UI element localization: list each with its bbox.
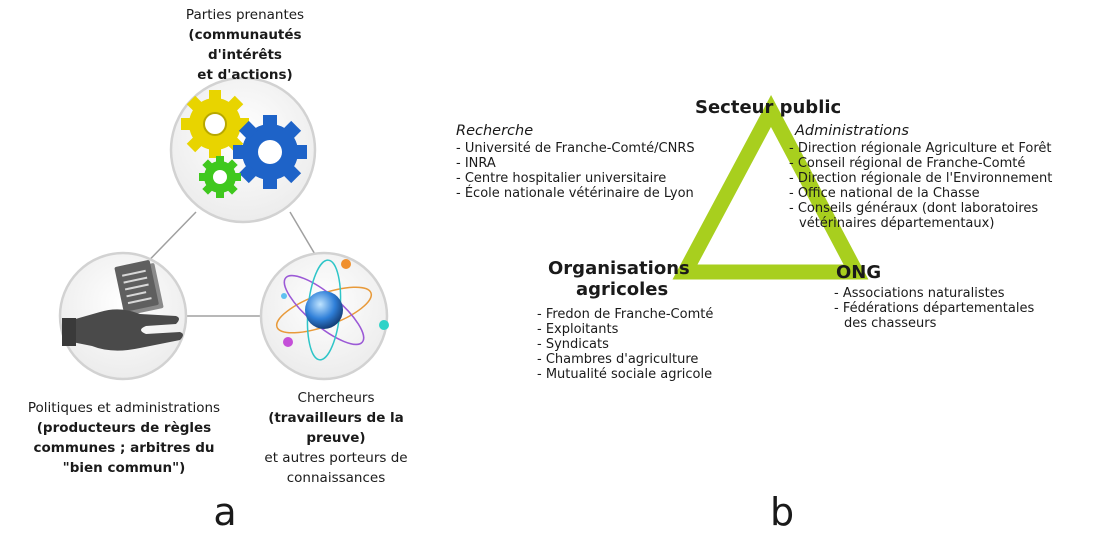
stakeholders-subtitle-2: et d'actions) [197,67,293,83]
list-item: Centre hospitalier universitaire [456,171,695,186]
node-ngo: ONG [836,262,882,283]
researchers-title: Chercheurs [297,390,375,406]
policies-subtitle-3: "bien commun") [62,460,186,476]
researchers-subtitle-4: connaissances [286,470,386,486]
label-policies: Politiques et administrations (producteu… [4,398,244,478]
list-item: INRA [456,156,695,171]
list-item: Université de Franche-Comté/CNRS [456,141,695,156]
list-item: Fédérations départementales [834,301,1034,316]
group-research: Recherche Université de Franche-Comté/CN… [456,121,695,201]
list-item-continuation: vétérinaires départementaux) [799,216,995,231]
list-item: Direction régionale Agriculture et Forêt [789,141,1052,156]
list-item: Chambres d'agriculture [537,352,713,367]
label-stakeholders: Parties prenantes (communautés d'intérêt… [150,5,340,85]
agricultural-orgs-line-1: Organisations [548,258,690,279]
list-item: Syndicats [537,337,713,352]
list-item: Office national de la Chasse [789,186,1052,201]
administrations-heading: Administrations [795,123,909,139]
stakeholders-subtitle-1: (communautés d'intérêts [188,27,302,63]
list-item-continuation: des chasseurs [844,316,937,331]
list-item: Fredon de Franche-Comté [537,307,714,322]
stakeholders-title: Parties prenantes [185,7,305,23]
list-item: Associations naturalistes [834,286,1034,301]
policies-title: Politiques et administrations [27,400,221,416]
node-agricultural-orgs: Organisations agricoles [548,258,708,300]
research-heading: Recherche [456,123,534,139]
label-researchers: Chercheurs (travailleurs de la preuve) e… [248,388,424,488]
panel-letter-a: a [213,490,237,534]
policies-subtitle-1: (producteurs de règles [36,420,212,436]
researchers-subtitle-3: et autres porteurs de [264,450,408,466]
atom-icon [275,259,389,361]
panel-letter-b: b [769,490,795,534]
ngo-list: Associations naturalistes Fédérations dé… [834,286,1034,331]
researchers-subtitle-1: (travailleurs de la [268,410,404,426]
policies-subtitle-2: communes ; arbitres du [33,440,215,456]
research-list: Université de Franche-Comté/CNRS INRA Ce… [456,141,695,201]
list-item: École nationale vétérinaire de Lyon [456,186,695,201]
gears-icon [181,90,307,198]
researchers-subtitle-2: preuve) [306,430,366,446]
group-administrations: Administrations Direction régionale Agri… [789,121,1052,231]
list-item: Conseils généraux (dont laboratoires [789,201,1052,216]
hand-document-icon [62,260,183,351]
agricultural-orgs-list: Fredon de Franche-Comté Exploitants Synd… [537,307,714,382]
agricultural-orgs-line-2: agricoles [576,279,669,300]
node-public-sector: Secteur public [695,97,842,118]
administrations-list: Direction régionale Agriculture et Forêt… [789,141,1053,231]
list-item: Conseil régional de Franche-Comté [789,156,1052,171]
list-item: Exploitants [537,322,713,337]
list-item: Direction régionale de l'Environnement [789,171,1053,186]
list-item: Mutualité sociale agricole [537,367,713,382]
